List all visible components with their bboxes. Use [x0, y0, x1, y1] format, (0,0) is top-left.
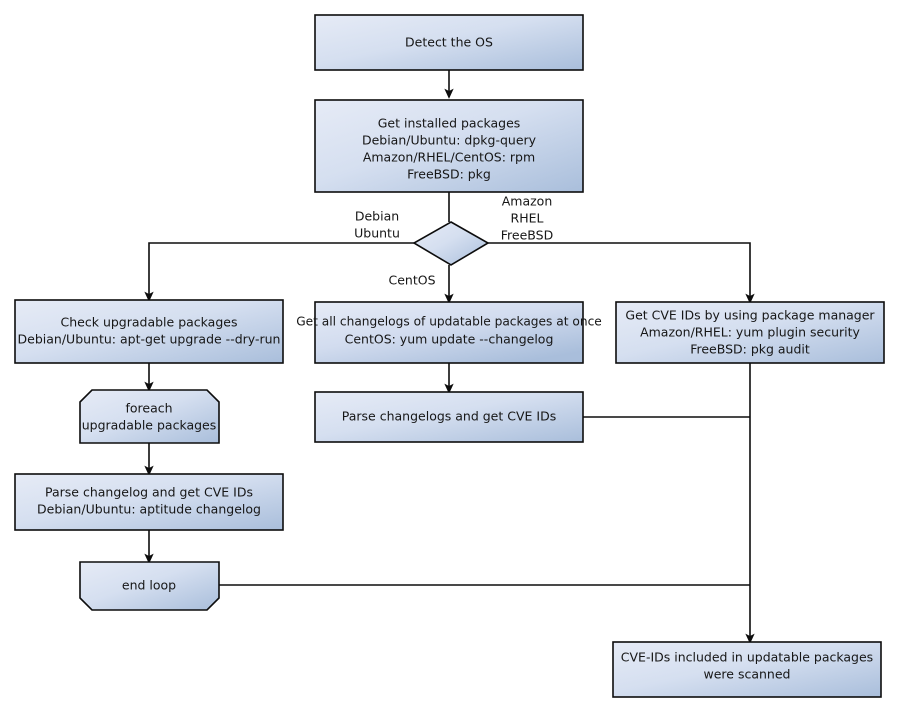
check-upgradable-line-1: Check upgradable packages	[61, 315, 238, 330]
node-get-installed-packages[interactable]: Get installed packages Debian/Ubuntu: dp…	[314, 99, 584, 193]
detect-os-label: Detect the OS	[405, 35, 493, 50]
scanned-result-box[interactable]	[612, 641, 882, 698]
branch-label-centos: CentOS	[388, 273, 435, 288]
node-get-all-changelogs[interactable]: Get all changelogs of updatable packages…	[296, 301, 602, 364]
get-installed-packages-box[interactable]	[314, 99, 584, 193]
check-upgradable-line-2: Debian/Ubuntu: apt-get upgrade --dry-run	[18, 332, 281, 347]
branch-amazon-line-1: Amazon	[502, 194, 553, 209]
parse-changelogs-centos-label: Parse changelogs and get CVE IDs	[342, 409, 556, 424]
get-cve-package-manager-box[interactable]	[615, 301, 885, 364]
scanned-result-line-1: CVE-IDs included in updatable packages	[621, 650, 873, 665]
node-parse-changelog-debian[interactable]: Parse changelog and get CVE IDs Debian/U…	[14, 473, 284, 531]
edge-decision-to-get-cve-pkgmgr	[488, 242, 755, 304]
branch-debian-line-2: Ubuntu	[354, 226, 400, 241]
node-scanned-result[interactable]: CVE-IDs included in updatable packages w…	[612, 641, 882, 698]
check-upgradable-box[interactable]	[14, 299, 284, 364]
get-installed-line-4: FreeBSD: pkg	[407, 167, 491, 182]
edge-decision-to-check-upgradable	[144, 242, 414, 302]
get-all-changelogs-line-1: Get all changelogs of updatable packages…	[296, 315, 602, 329]
branch-amazon-line-2: RHEL	[511, 211, 544, 226]
node-foreach-upgradable-packages[interactable]: foreach upgradable packages	[79, 389, 220, 444]
get-installed-line-3: Amazon/RHEL/CentOS: rpm	[363, 150, 535, 165]
get-installed-line-2: Debian/Ubuntu: dpkg-query	[362, 133, 537, 148]
node-get-cve-package-manager[interactable]: Get CVE IDs by using package manager Ama…	[615, 301, 885, 364]
get-installed-line-1: Get installed packages	[378, 116, 521, 131]
node-os-decision[interactable]	[412, 221, 490, 266]
get-cve-pkgmgr-line-1: Get CVE IDs by using package manager	[625, 308, 875, 323]
get-cve-pkgmgr-line-2: Amazon/RHEL: yum plugin security	[640, 325, 860, 340]
branch-amazon-line-3: FreeBSD	[501, 228, 553, 243]
os-decision-diamond[interactable]	[412, 221, 490, 266]
branch-centos-label: CentOS	[388, 273, 435, 288]
node-check-upgradable-packages[interactable]: Check upgradable packages Debian/Ubuntu:…	[14, 299, 284, 364]
branch-debian-line-1: Debian	[355, 209, 399, 224]
get-all-changelogs-box[interactable]	[314, 301, 584, 364]
foreach-line-2: upgradable packages	[82, 418, 217, 433]
get-all-changelogs-line-2: CentOS: yum update --changelog	[345, 332, 554, 347]
scanned-result-line-2: were scanned	[704, 667, 791, 682]
end-loop-shape[interactable]	[79, 561, 220, 611]
branch-label-amazon: Amazon RHEL FreeBSD	[501, 194, 553, 243]
node-end-loop[interactable]: end loop	[79, 561, 220, 611]
connector-layer	[144, 70, 755, 644]
parse-changelog-debian-line-1: Parse changelog and get CVE IDs	[45, 485, 253, 500]
foreach-loop-shape[interactable]	[79, 389, 220, 444]
get-cve-pkgmgr-line-3: FreeBSD: pkg audit	[690, 342, 810, 357]
node-parse-changelogs-centos[interactable]: Parse changelogs and get CVE IDs	[314, 391, 584, 443]
detect-os-box[interactable]	[314, 14, 584, 71]
node-detect-os[interactable]: Detect the OS	[314, 14, 584, 71]
branch-label-debian: Debian Ubuntu	[354, 209, 400, 241]
parse-changelog-debian-line-2: Debian/Ubuntu: aptitude changelog	[37, 502, 261, 517]
parse-changelog-debian-box[interactable]	[14, 473, 284, 531]
foreach-line-1: foreach	[125, 401, 172, 416]
end-loop-label: end loop	[122, 578, 176, 593]
parse-changelogs-centos-box[interactable]	[314, 391, 584, 443]
